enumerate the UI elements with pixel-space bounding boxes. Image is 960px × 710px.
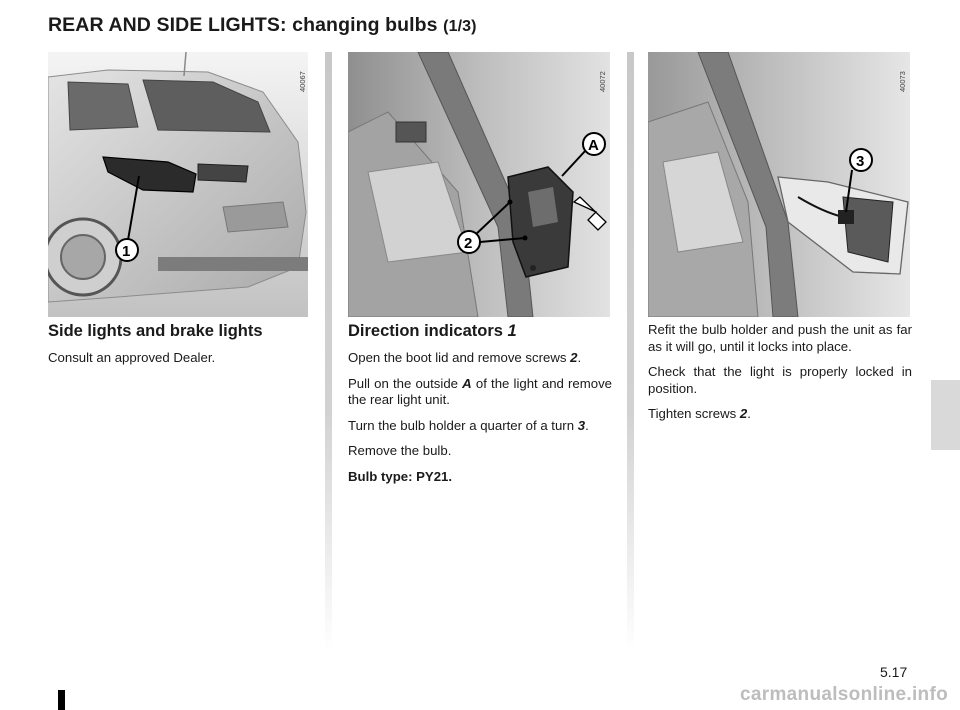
callout-2 bbox=[457, 230, 481, 254]
callout-3 bbox=[849, 148, 873, 172]
step-refit-holder: Refit the bulb holder and push the unit … bbox=[648, 322, 912, 354]
heading-ref: 1 bbox=[507, 322, 517, 340]
callout-1-label: 1 bbox=[122, 243, 130, 260]
bulb-type: Bulb type: PY21. bbox=[348, 468, 453, 484]
callout-1 bbox=[115, 238, 139, 262]
step-tighten-screws: Tighten screws 2. bbox=[648, 406, 751, 421]
figure-bulb-holder: 3 bbox=[648, 52, 910, 317]
figure-rear-car: 1 bbox=[48, 52, 308, 317]
step-turn-holder: Turn the bulb holder a quarter of a turn… bbox=[348, 417, 589, 433]
figure-code-2: 40072 bbox=[598, 71, 607, 92]
column-divider-1 bbox=[325, 52, 332, 652]
step-open-boot: Open the boot lid and remove screws 2. bbox=[348, 350, 582, 365]
title-part: (1/3) bbox=[443, 18, 477, 35]
heading-side-lights: Side lights and brake lights bbox=[48, 322, 263, 340]
step-remove-bulb: Remove the bulb. bbox=[348, 443, 452, 458]
section-tab bbox=[931, 380, 960, 450]
corner-mark bbox=[58, 690, 65, 710]
column-direction-indicators: Direction indicators 1 Open the boot lid… bbox=[348, 322, 612, 494]
figure-code-1: 40067 bbox=[298, 71, 307, 92]
callout-a-label: A bbox=[588, 137, 599, 154]
text-consult-dealer: Consult an approved Dealer. bbox=[48, 350, 216, 365]
heading-direction-indicators: Direction indicators 1 bbox=[348, 322, 517, 340]
column-divider-2 bbox=[627, 52, 634, 652]
watermark: carmanualsonline.info bbox=[740, 684, 948, 705]
column-refit: Refit the bulb holder and push the unit … bbox=[648, 322, 912, 432]
step-check-locked: Check that the light is properly locked … bbox=[648, 364, 912, 396]
page-title: REAR AND SIDE LIGHTS: changing bulbs (1/… bbox=[48, 14, 477, 36]
callout-3-label: 3 bbox=[856, 153, 864, 170]
callout-2-label: 2 bbox=[464, 235, 472, 252]
callout-a bbox=[582, 132, 606, 156]
step-pull-light: Pull on the outside A of the light and r… bbox=[348, 375, 613, 408]
page-number: 5.17 bbox=[880, 664, 908, 680]
column-side-lights: Side lights and brake lights Consult an … bbox=[48, 322, 310, 376]
figure-code-3: 40073 bbox=[898, 71, 907, 92]
figure-boot-light: A 2 bbox=[348, 52, 610, 317]
